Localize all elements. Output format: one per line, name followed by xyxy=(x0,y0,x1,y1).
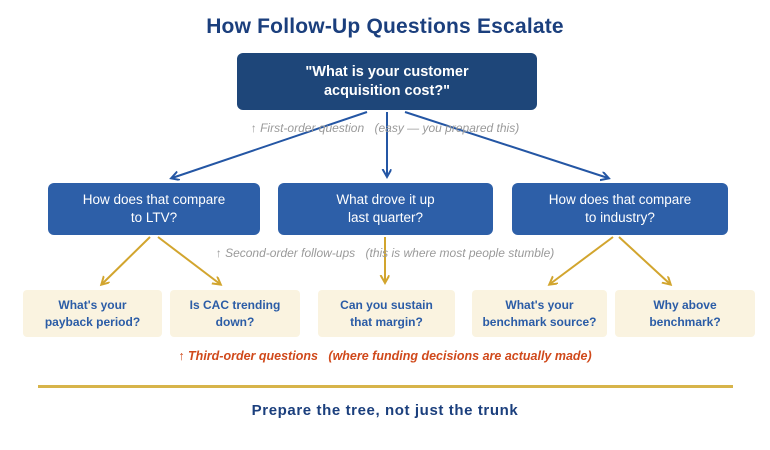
caption-third-order: ↑ Third-order questions (where funding d… xyxy=(0,349,770,363)
followup-node-industry: How does that compare to industry? xyxy=(512,183,728,235)
question-node-benchmark-source-line: benchmark source? xyxy=(482,314,597,329)
caption-second-order: ↑ Second-order follow-ups (this is where… xyxy=(0,246,770,260)
gold-arrow-ltv-to-cac-trend xyxy=(157,236,220,284)
followup-node-ltv: How does that compare to LTV? xyxy=(48,183,260,235)
question-node-margin: Can you sustain that margin? xyxy=(318,290,455,337)
root-question-line: acquisition cost?" xyxy=(323,82,451,99)
followup-node-ltv-line: to LTV? xyxy=(130,210,178,225)
followup-node-ltv-line: How does that compare xyxy=(82,191,226,207)
diagram-title: How Follow-Up Questions Escalate xyxy=(206,15,564,38)
question-node-payback-line: payback period? xyxy=(44,314,141,329)
followup-node-quarter-line: last quarter? xyxy=(347,210,424,225)
caption-third-order-note: (where funding decisions are actually ma… xyxy=(328,349,592,363)
root-question-node: "What is your customer acquisition cost?… xyxy=(237,53,537,110)
root-question-line: "What is your customer xyxy=(305,63,469,80)
caption-first-order: ↑ First-order question (easy — you prepa… xyxy=(0,121,770,135)
question-node-payback: What's your payback period? xyxy=(23,290,162,337)
question-node-benchmark-source: What's your benchmark source? xyxy=(472,290,607,337)
question-node-cac-trend-line: down? xyxy=(215,314,255,329)
question-node-why-above: Why above benchmark? xyxy=(615,290,755,337)
question-node-margin-line: Can you sustain xyxy=(340,298,433,313)
caption-first-order-label: ↑ First-order question xyxy=(250,121,365,135)
caption-second-order-note: (this is where most people stumble) xyxy=(365,246,555,260)
footer-tagline: Prepare the tree, not just the trunk xyxy=(251,402,519,419)
gold-arrow-ltv-to-payback xyxy=(102,236,151,284)
gold-arrow-industry-to-why-above xyxy=(618,236,670,284)
followup-node-industry-line: How does that compare xyxy=(548,191,692,207)
followup-node-industry-line: to industry? xyxy=(585,210,655,225)
question-node-margin-line: that margin? xyxy=(350,314,423,329)
caption-third-order-label: ↑ Third-order questions xyxy=(178,349,318,363)
gold-arrow-industry-to-benchmark-source xyxy=(550,236,614,284)
question-node-benchmark-source-line: What's your xyxy=(505,298,574,313)
question-node-why-above-line: benchmark? xyxy=(649,314,721,329)
followup-node-quarter-line: What drove it up xyxy=(336,191,435,207)
question-node-why-above-line: Why above xyxy=(653,298,717,313)
caption-first-order-note: (easy — you prepared this) xyxy=(374,121,520,135)
divider-line xyxy=(38,385,733,388)
question-node-payback-line: What's your xyxy=(58,298,127,313)
question-node-cac-trend-line: Is CAC trending xyxy=(189,298,281,313)
caption-second-order-label: ↑ Second-order follow-ups xyxy=(215,246,356,260)
question-node-cac-trend: Is CAC trending down? xyxy=(170,290,300,337)
followup-node-quarter: What drove it up last quarter? xyxy=(278,183,493,235)
